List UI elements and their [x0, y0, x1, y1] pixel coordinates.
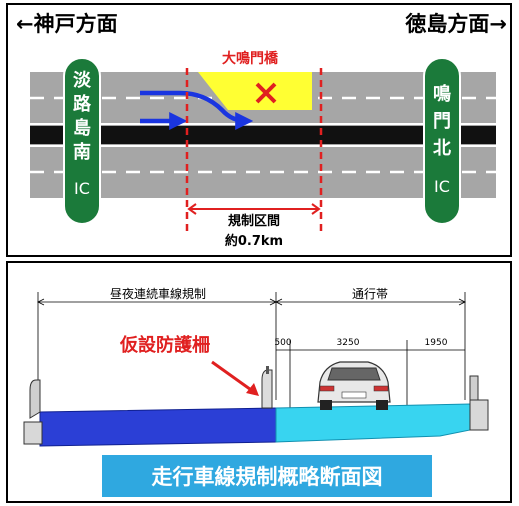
right-parapet [469, 399, 489, 431]
car-icon [317, 361, 391, 410]
section-label: 規制区間 [228, 213, 280, 229]
ic-left-char: 南 [73, 141, 91, 163]
diagram-title: 走行車線規制概略断面図 [152, 465, 383, 489]
naruto-kita-ic-sign [423, 57, 461, 225]
closed-lane-area [198, 72, 312, 110]
bridge-label: 大鳴門橋 [222, 50, 279, 67]
direction-tokushima-label: 徳島方面→ [404, 12, 507, 36]
left-parapet [23, 421, 43, 445]
barrier-pointer-arrow-icon [246, 383, 259, 396]
closure-x-icon [255, 82, 277, 104]
awaji-shima-minami-ic-sign [63, 57, 101, 225]
right-barrier [469, 375, 479, 403]
dim-3250: 3250 [337, 338, 360, 348]
left-barrier [29, 379, 41, 419]
ic-left-char: 路 [73, 93, 92, 115]
title-band [102, 455, 432, 497]
traffic-band-label: 通行帯 [352, 287, 388, 301]
ic-right-suffix: IC [434, 177, 450, 196]
span-arrow-left-icon [187, 203, 197, 215]
lane-shift-arrow-icon [140, 90, 254, 130]
barrier-pointer-line [211, 360, 255, 394]
median [30, 126, 496, 144]
ic-left-suffix: IC [74, 179, 90, 198]
regulation-label: 昼夜連続車線規制 [110, 286, 206, 301]
dim-arrow-icon [275, 298, 466, 306]
barrier-post [266, 366, 269, 374]
ic-right-char: 鳴 [433, 83, 451, 105]
regulated-deck [39, 407, 277, 447]
ic-right-char: 門 [433, 111, 451, 132]
ic-right-char: 北 [433, 138, 451, 159]
dim-1950: 1950 [425, 338, 448, 348]
temporary-barrier [261, 369, 273, 409]
span-arrow-right-icon [311, 203, 321, 215]
section-length: 約0.7km [225, 233, 283, 249]
dim-500: 500 [274, 338, 291, 348]
direction-kobe-label: ←神戸方面 [16, 12, 118, 36]
temporary-barrier-label: 仮設防護柵 [119, 334, 210, 356]
open-deck [275, 403, 471, 443]
ic-left-char: 島 [73, 117, 91, 139]
ic-left-char: 淡 [73, 70, 92, 91]
